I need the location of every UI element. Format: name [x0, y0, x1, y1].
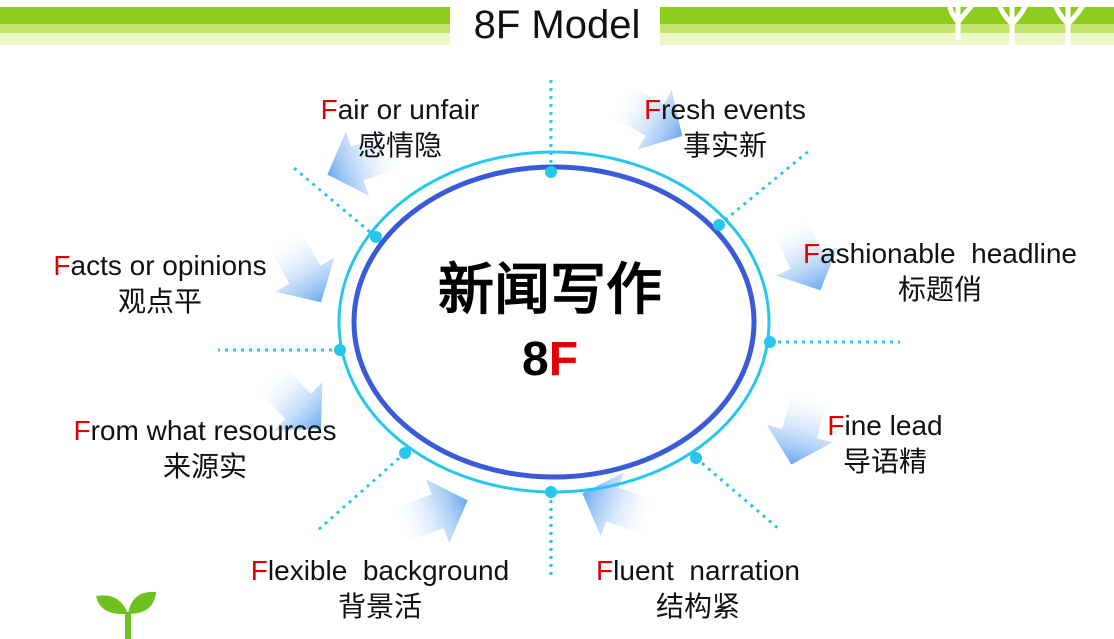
label-fine-lead: Fine lead 导语精	[827, 410, 943, 477]
label-fluent-narration: Fluent narration 结构紧	[596, 555, 800, 622]
arrow-icon	[257, 365, 323, 431]
ring-dots	[334, 166, 776, 498]
spoke-lines	[218, 80, 900, 575]
label-fresh-events: Fresh events 事实新	[644, 94, 806, 161]
arrow-icon	[611, 84, 683, 150]
label-fair-or-unfair: Fair or unfair 感情隐	[320, 94, 480, 161]
arrow-icon	[393, 479, 468, 544]
center-subtitle: 8F	[400, 330, 700, 390]
label-flexible-background: Flexible background 背景活	[250, 555, 510, 622]
label-fashionable-headline: Fashionable headline 标题俏	[803, 238, 1077, 305]
center-letter: F	[548, 333, 579, 386]
title-banner: 8F Model	[0, 0, 1114, 55]
label-facts-or-opinions: Facts or opinions 观点平	[53, 250, 267, 317]
center-title: 新闻写作	[438, 258, 662, 321]
arrow-icon	[327, 131, 402, 196]
tree-icon	[947, 0, 1089, 50]
arrow-icon	[773, 217, 838, 291]
title-backdrop	[450, 6, 660, 46]
arrow-icon	[269, 231, 335, 303]
label-from-what-resources: From what resources 来源实	[73, 415, 337, 482]
sprout-icon	[96, 591, 156, 639]
arrow-icon	[766, 390, 833, 465]
inner-ring	[351, 164, 757, 480]
center-number: 8	[521, 333, 549, 386]
slide-title: 8F Model	[473, 3, 641, 47]
